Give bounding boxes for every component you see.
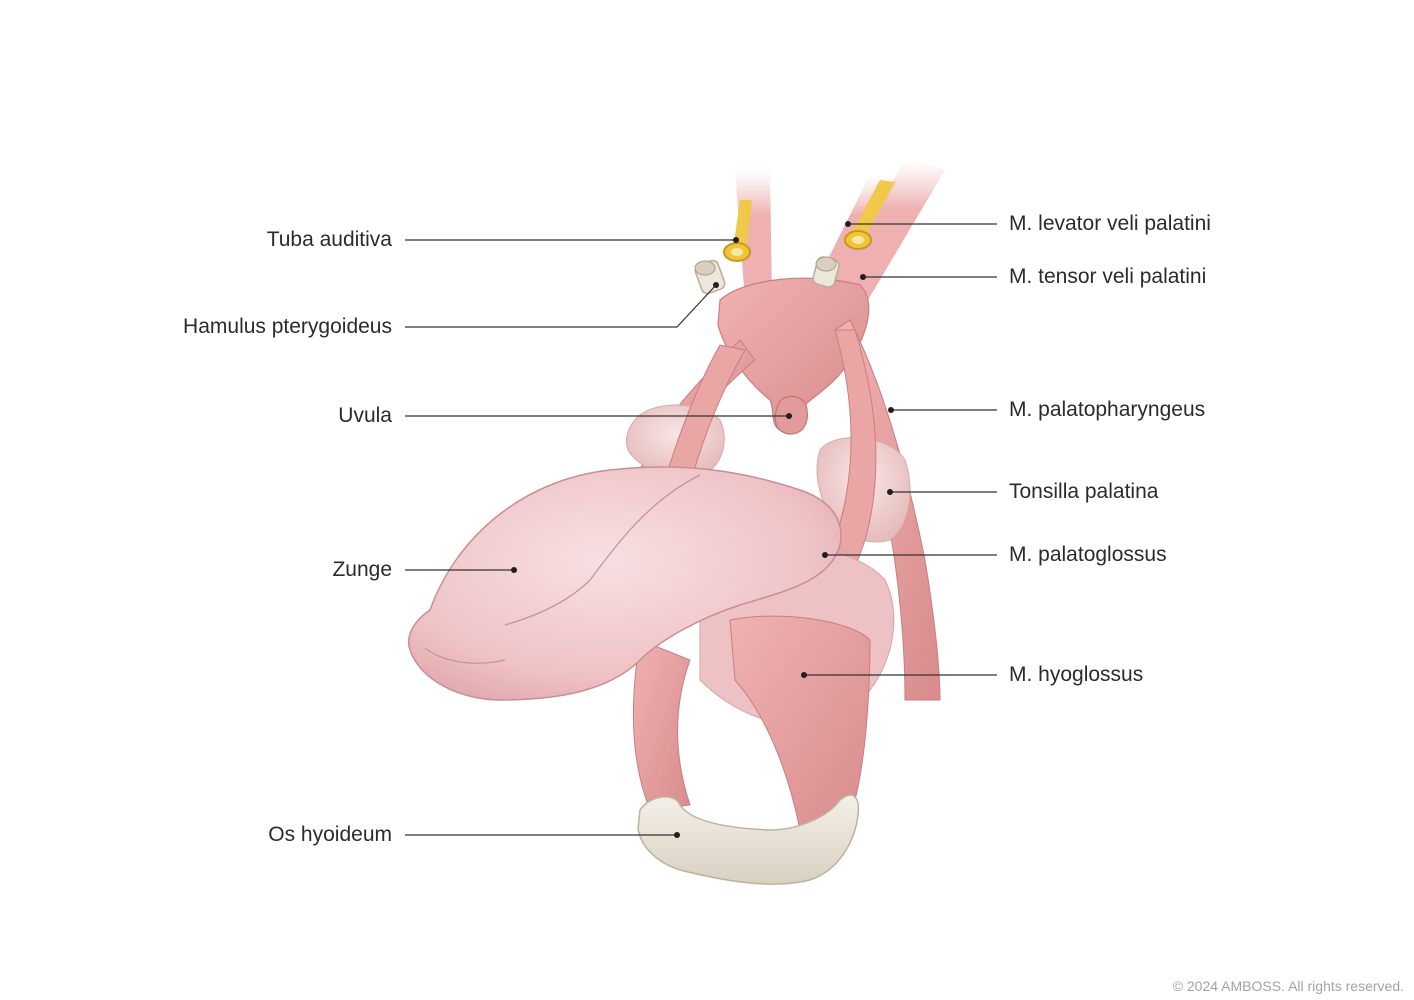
tongue-tip-line — [424, 647, 506, 664]
leader-lines-right — [804, 223, 997, 676]
tuba-auditiva-shape — [723, 180, 895, 262]
label-tensor-veli-palatini: M. tensor veli palatini — [1009, 265, 1207, 288]
upper-muscle-columns — [735, 160, 945, 300]
label-uvula: Uvula — [338, 404, 392, 427]
leader-lines-left — [405, 239, 789, 836]
label-os-hyoideum: Os hyoideum — [268, 823, 392, 846]
label-palatoglossus: M. palatoglossus — [1009, 543, 1167, 566]
tongue-median-groove — [504, 474, 701, 626]
label-hyoglossus: M. hyoglossus — [1009, 663, 1144, 686]
label-levator-veli-palatini: M. levator veli palatini — [1009, 212, 1211, 235]
hyoglossus-shape — [632, 615, 871, 831]
leader-dots — [511, 221, 894, 838]
hamulus-shape — [694, 256, 840, 295]
label-zunge: Zunge — [332, 558, 392, 581]
copyright-notice: © 2024 AMBOSS. All rights reserved. — [1172, 978, 1404, 994]
zunge-shape — [408, 466, 842, 701]
label-hamulus-pterygoideus: Hamulus pterygoideus — [183, 315, 392, 338]
label-tuba-auditiva: Tuba auditiva — [266, 228, 392, 251]
label-palatopharyngeus: M. palatopharyngeus — [1009, 398, 1206, 421]
label-tonsilla-palatina: Tonsilla palatina — [1009, 480, 1159, 503]
os-hyoideum-shape — [637, 794, 860, 885]
